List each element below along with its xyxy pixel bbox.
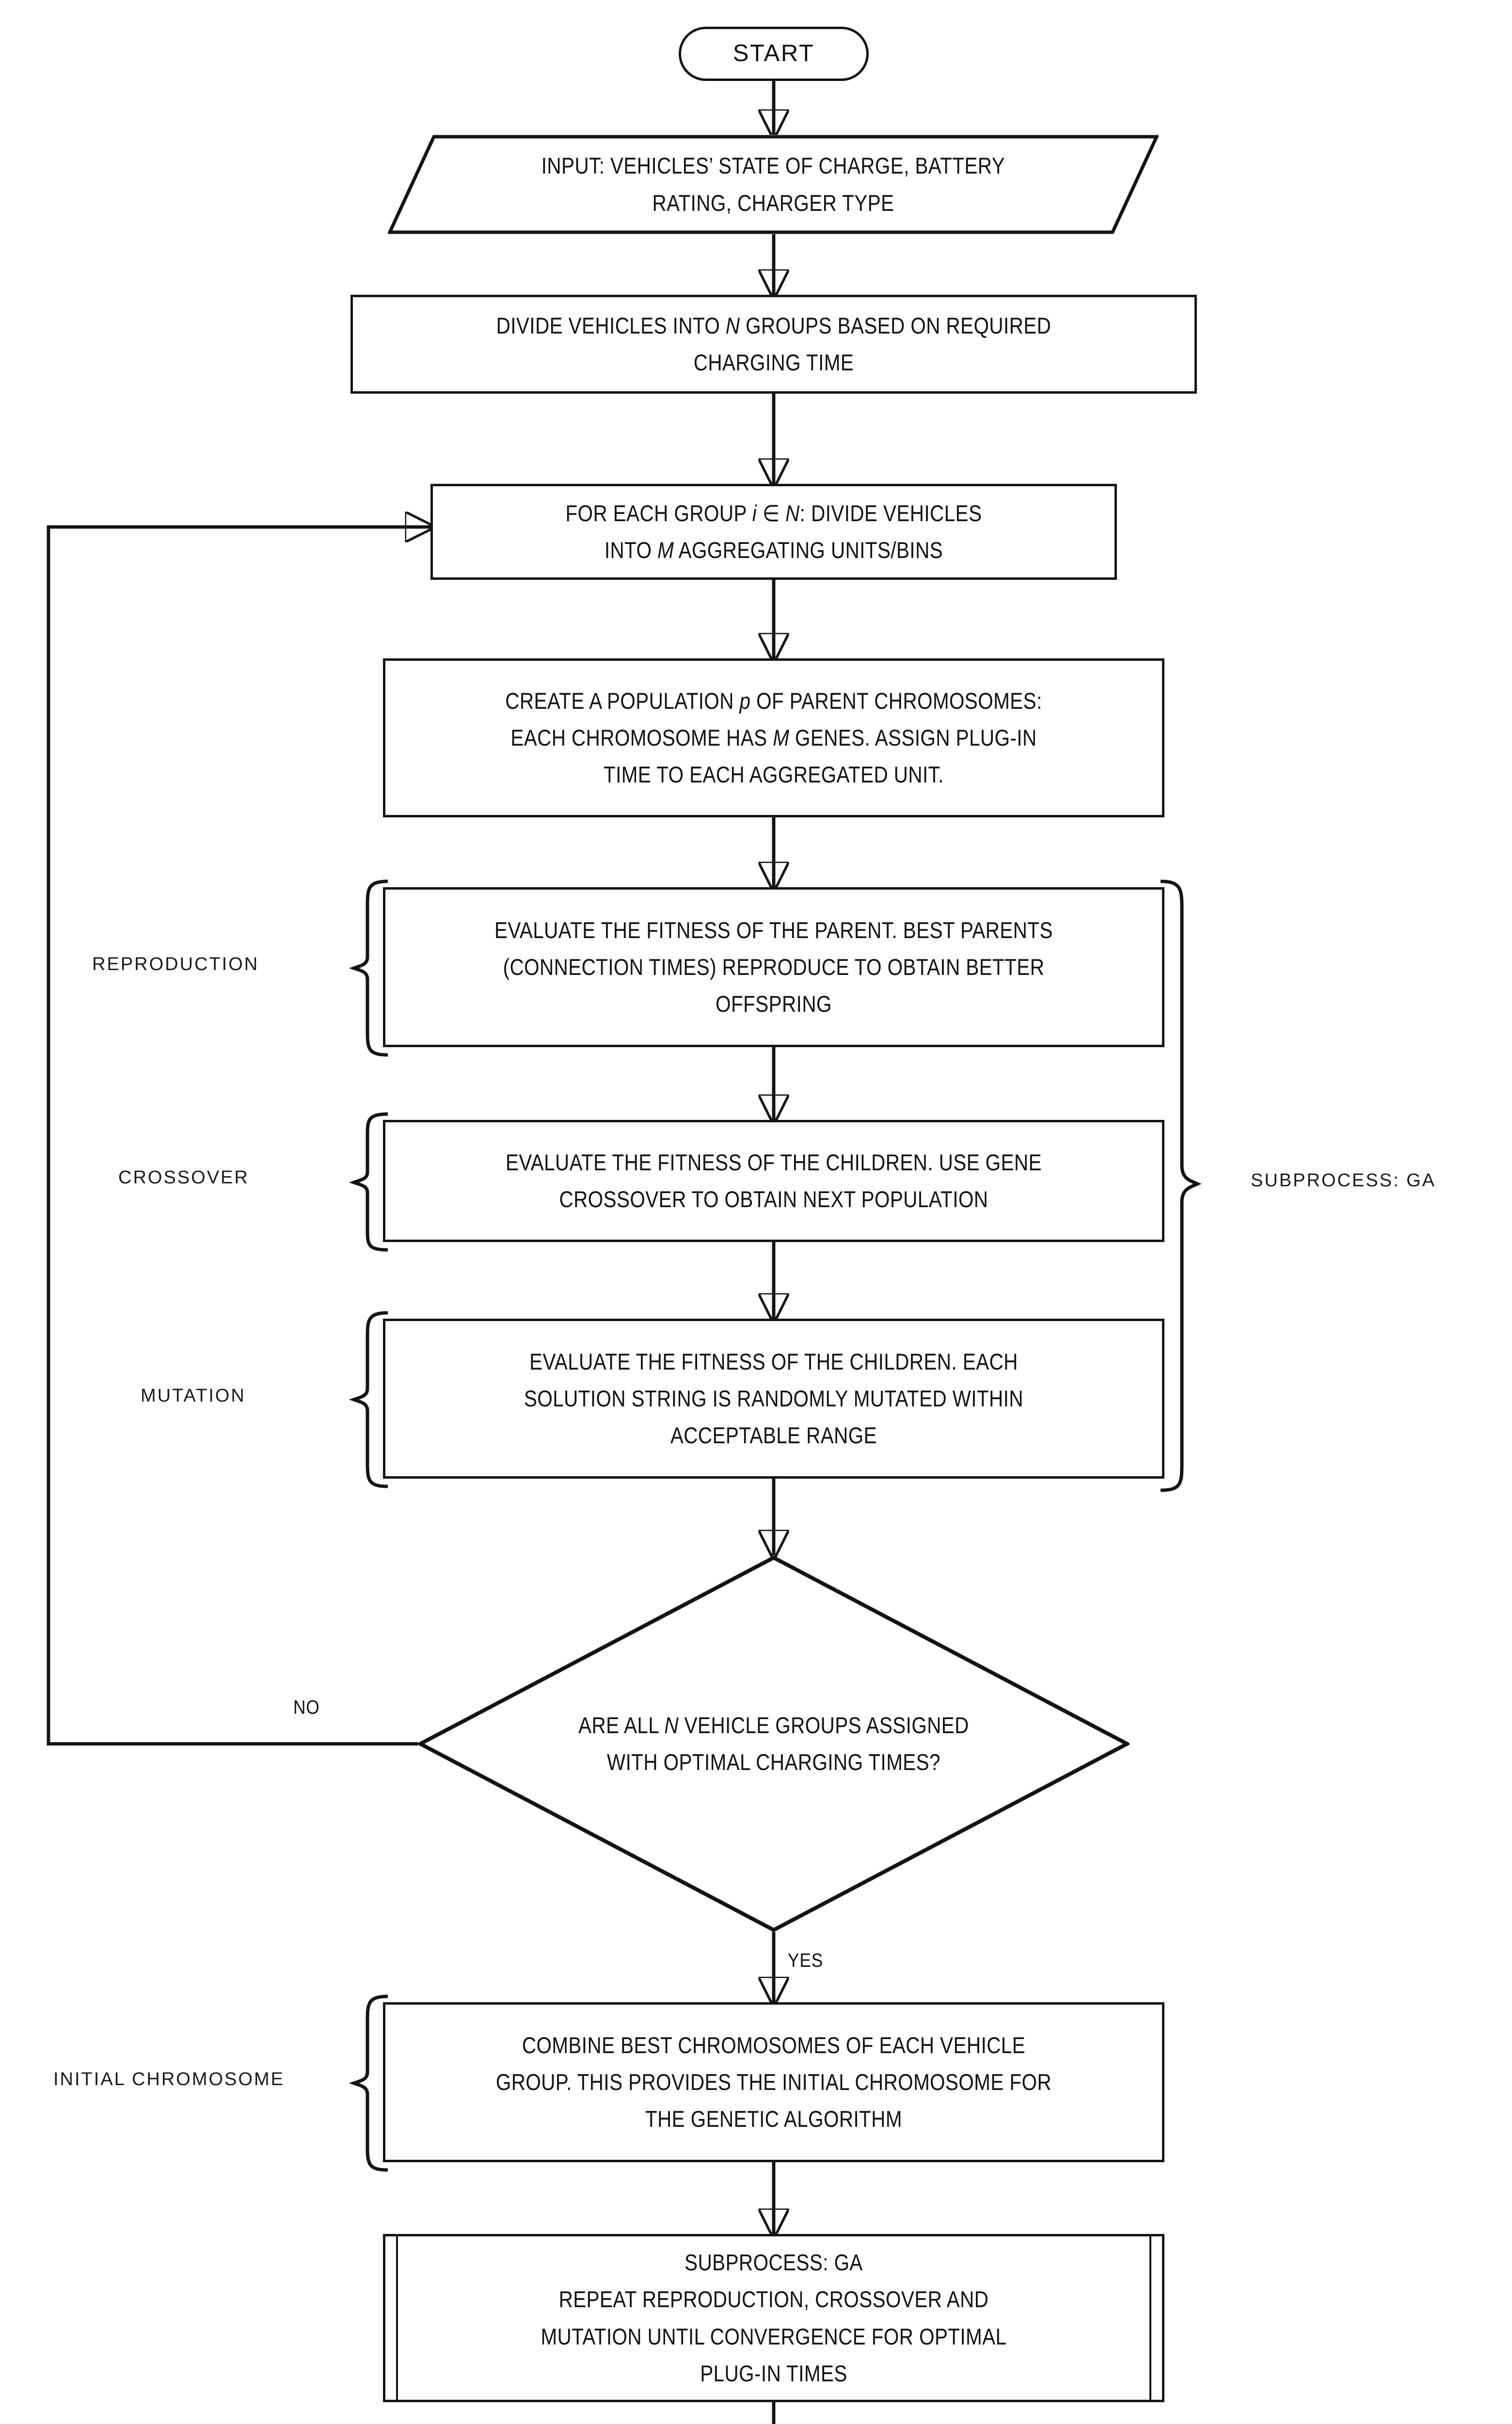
- edge-label-no: NO: [293, 1697, 323, 1719]
- annotation-mutation: MUTATION: [141, 1386, 246, 1406]
- brace-initial-chromosome: [349, 1994, 388, 2172]
- annotation-reproduction: REPRODUCTION: [92, 954, 259, 975]
- brace-mutation: [349, 1311, 388, 1488]
- annotation-subprocess-ga-label: SUBPROCESS: GA: [1251, 1170, 1436, 1191]
- process-divide-into-groups: DIVIDE VEHICLES INTO N GROUPS BASED ON R…: [350, 295, 1197, 394]
- process-mutation-label: EVALUATE THE FITNESS OF THE CHILDREN. EA…: [524, 1348, 1024, 1449]
- process-create-population-label: CREATE A POPULATION p OF PARENT CHROMOSO…: [505, 687, 1042, 788]
- input-data-node: INPUT: VEHICLES’ STATE OF CHARGE, BATTER…: [388, 135, 1159, 234]
- edge-label-yes: YES: [788, 1950, 828, 1972]
- annotation-mutation-label: MUTATION: [141, 1386, 246, 1406]
- annotation-subprocess-ga: SUBPROCESS: GA: [1251, 1170, 1436, 1191]
- process-combine-best-chromosomes: COMBINE BEST CHROMOSOMES OF EACH VEHICLE…: [383, 2002, 1164, 2162]
- edge-label-yes-text: YES: [788, 1950, 824, 1971]
- annotation-initial-chromosome-label: INITIAL CHROMOSOME: [53, 2069, 285, 2089]
- parallelogram-shape: [388, 135, 1159, 234]
- process-divide-into-groups-label: DIVIDE VEHICLES INTO N GROUPS BASED ON R…: [496, 312, 1051, 375]
- annotation-initial-chromosome: INITIAL CHROMOSOME: [53, 2069, 285, 2090]
- annotation-crossover-label: CROSSOVER: [118, 1167, 249, 1188]
- diamond-shape: [418, 1555, 1130, 1932]
- process-reproduction-label: EVALUATE THE FITNESS OF THE PARENT. BEST…: [494, 917, 1053, 1017]
- process-reproduction: EVALUATE THE FITNESS OF THE PARENT. BEST…: [383, 887, 1164, 1047]
- edge-label-no-text: NO: [293, 1697, 320, 1718]
- process-crossover-label: EVALUATE THE FITNESS OF THE CHILDREN. US…: [505, 1149, 1042, 1212]
- annotation-reproduction-label: REPRODUCTION: [92, 954, 259, 974]
- brace-subprocess-ga: [1160, 879, 1202, 1492]
- process-crossover: EVALUATE THE FITNESS OF THE CHILDREN. US…: [383, 1120, 1164, 1242]
- terminal-start: START: [679, 27, 869, 81]
- annotation-crossover: CROSSOVER: [118, 1167, 249, 1188]
- input-data-label: INPUT: VEHICLES’ STATE OF CHARGE, BATTER…: [541, 153, 1005, 216]
- process-mutation: EVALUATE THE FITNESS OF THE CHILDREN. EA…: [383, 1319, 1164, 1479]
- brace-crossover: [349, 1112, 388, 1252]
- brace-reproduction: [349, 879, 388, 1057]
- process-combine-best-chromosomes-label: COMBINE BEST CHROMOSOMES OF EACH VEHICLE…: [495, 2032, 1052, 2132]
- process-create-population: CREATE A POPULATION p OF PARENT CHROMOSO…: [383, 658, 1164, 817]
- terminal-start-label: START: [732, 40, 815, 67]
